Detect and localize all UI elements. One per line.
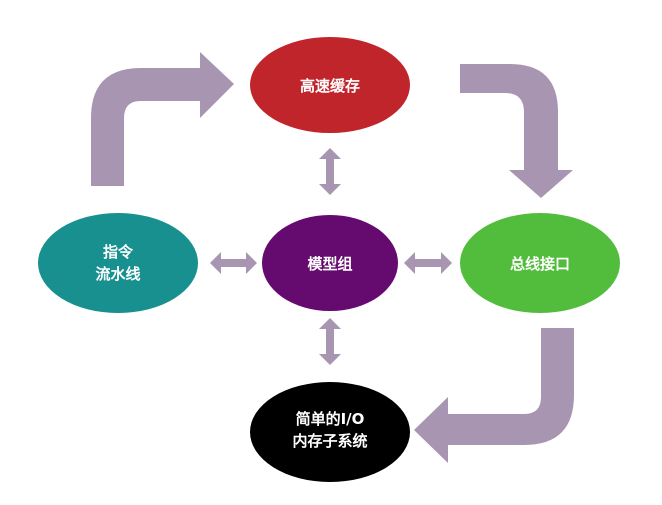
node-pipeline-label-line2: 流水线 <box>95 265 140 283</box>
node-pipeline-label-line1: 指令 <box>103 243 134 261</box>
node-cache: 高速缓存 <box>250 37 410 133</box>
node-cache-label: 高速缓存 <box>300 77 360 95</box>
node-model: 模型组 <box>262 215 398 311</box>
node-memory-label-line1: 简单的I/O <box>296 410 365 428</box>
node-bus: 总线接口 <box>460 213 620 313</box>
double-arrow-model-memory <box>319 318 341 365</box>
double-arrow-model-pipeline <box>210 252 257 274</box>
curved-arrow-bus-to-memory <box>414 328 574 463</box>
double-arrow-model-bus <box>404 252 452 274</box>
node-model-label: 模型组 <box>307 255 352 273</box>
node-model-shape <box>262 215 398 311</box>
node-cache-shape <box>250 37 410 133</box>
node-pipeline-shape <box>38 213 198 313</box>
node-pipeline: 指令 流水线 <box>38 213 198 313</box>
node-memory-label-line2: 内存子系统 <box>292 432 367 450</box>
curved-arrow-cache-to-bus <box>460 64 573 198</box>
double-arrow-model-cache <box>319 148 341 195</box>
node-memory-shape <box>250 382 410 482</box>
curved-arrow-pipeline-to-cache <box>91 52 234 186</box>
node-bus-shape <box>460 213 620 313</box>
node-memory: 简单的I/O 内存子系统 <box>250 382 410 482</box>
node-bus-label: 总线接口 <box>510 255 570 273</box>
